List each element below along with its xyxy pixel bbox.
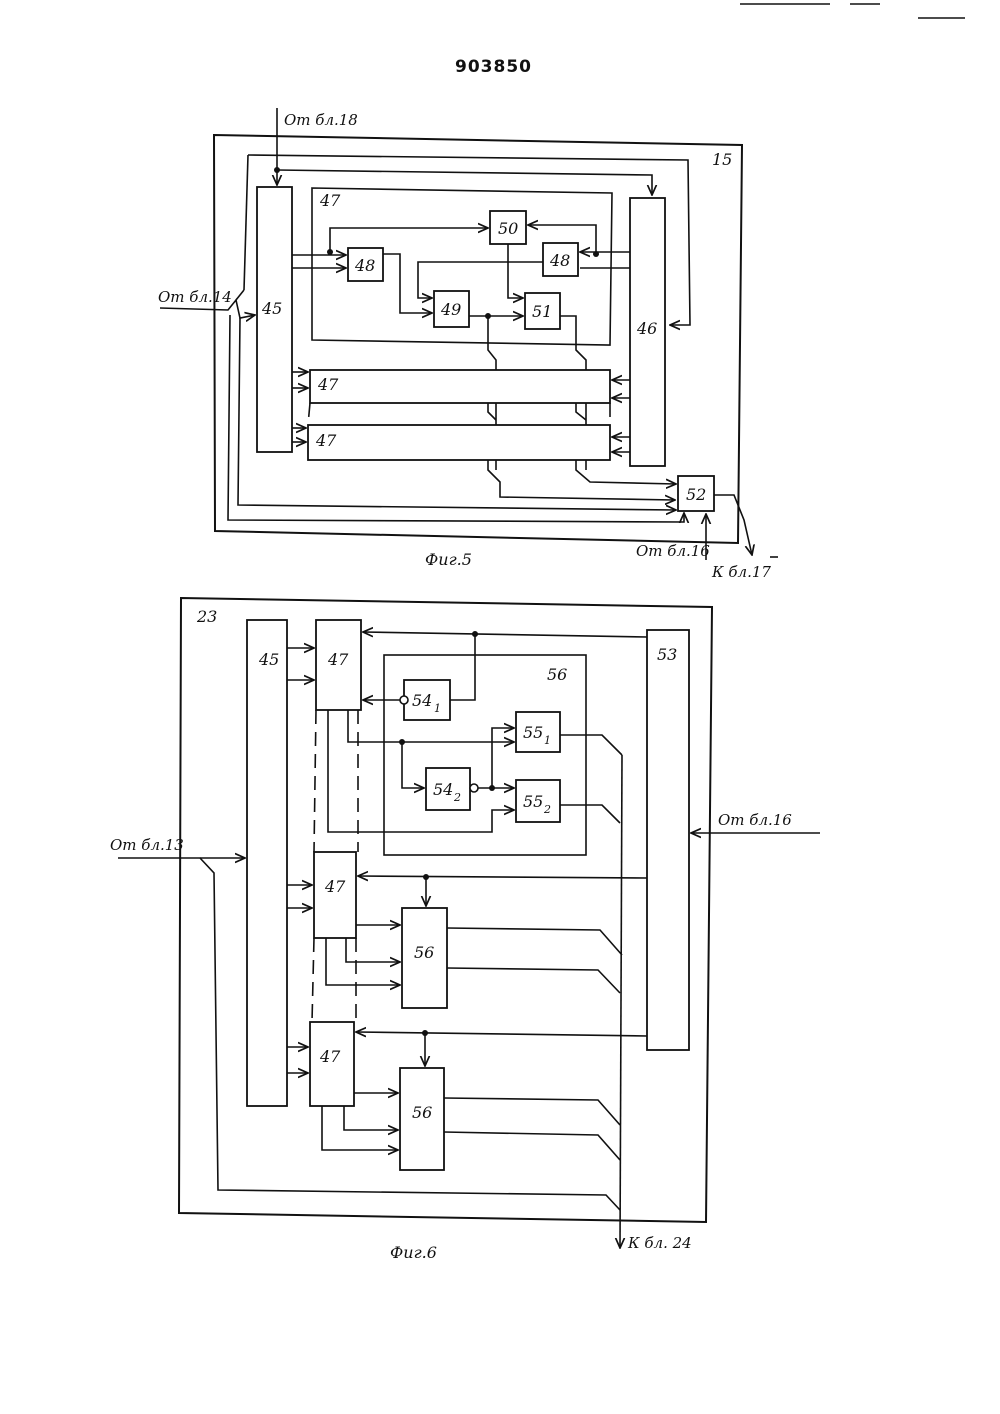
label-to-24: К бл. 24 <box>627 1234 692 1252</box>
link <box>228 315 684 522</box>
block-48-left-label: 48 <box>354 256 375 275</box>
block-47-row2 <box>308 425 610 460</box>
block-47-upper-label: 47 <box>319 191 341 210</box>
inverter-circle <box>400 696 408 704</box>
link <box>363 632 647 637</box>
block-55-1-subscript: 1 <box>544 734 551 747</box>
block-54-1-label: 54 <box>412 691 432 710</box>
block-54-1-subscript: 1 <box>434 702 441 715</box>
dashed-continuation <box>312 938 314 1022</box>
link <box>383 254 432 313</box>
figure-5: 15 От бл.18 От бл.14 45 46 47 50 48 48 4… <box>158 108 778 581</box>
link <box>328 710 514 832</box>
block-56-bottom-label: 56 <box>412 1103 432 1122</box>
figure-5-caption: Фиг.5 <box>425 550 472 569</box>
block-47-row1 <box>310 370 610 403</box>
label-from-18: От бл.18 <box>284 111 358 129</box>
block-47-middle-label: 47 <box>324 877 346 896</box>
link <box>560 735 622 755</box>
block-54-2-label: 54 <box>433 780 453 799</box>
block-47-row2-label: 47 <box>315 431 337 450</box>
block-15-label: 15 <box>712 150 732 169</box>
link <box>450 634 475 700</box>
dashed-continuation <box>314 710 316 852</box>
block-55-2-label: 55 <box>523 792 543 811</box>
link <box>508 244 523 298</box>
label-from-14: От бл.14 <box>158 288 232 306</box>
block-50-label: 50 <box>498 219 518 238</box>
block-45-label: 45 <box>261 299 282 318</box>
figure-6: 23 45 53 От бл.13 От бл.16 47 56 54 1 <box>110 598 820 1262</box>
link <box>358 876 647 878</box>
link <box>488 403 496 420</box>
link <box>236 290 244 300</box>
link <box>322 1106 398 1150</box>
block-45 <box>247 620 287 1106</box>
block-45-label: 45 <box>258 650 279 669</box>
link <box>344 1106 398 1130</box>
link <box>444 1132 620 1160</box>
block-53-label: 53 <box>657 645 677 664</box>
inverter-circle <box>470 784 478 792</box>
block-52-label: 52 <box>686 485 706 504</box>
block-49-label: 49 <box>440 300 461 319</box>
link <box>402 742 424 788</box>
link <box>447 928 622 955</box>
block-23-label: 23 <box>196 607 217 626</box>
label-from-13: От бл.13 <box>110 836 184 854</box>
block-54-2-subscript: 2 <box>453 791 461 804</box>
block-45 <box>257 187 292 452</box>
link <box>576 403 586 420</box>
link <box>560 805 620 823</box>
link <box>444 1098 620 1125</box>
figure-6-caption: Фиг.6 <box>390 1243 437 1262</box>
block-53 <box>647 630 689 1050</box>
block-56-middle-label: 56 <box>414 943 434 962</box>
label-from-16: От бл.16 <box>718 811 792 829</box>
block-48-right-label: 48 <box>549 251 570 270</box>
link <box>492 728 514 788</box>
dashed-continuation <box>308 403 310 425</box>
link <box>346 938 400 962</box>
label-to-17: К бл.17 <box>711 563 771 581</box>
link <box>356 1032 647 1036</box>
feed-line <box>244 155 248 290</box>
link <box>447 968 620 993</box>
block-47-top-label: 47 <box>327 650 349 669</box>
output-to-17-line <box>714 495 752 555</box>
block-56-container-label: 56 <box>547 665 567 684</box>
block-46-label: 46 <box>636 319 657 338</box>
block-55-2-subscript: 2 <box>543 803 551 816</box>
label-from-16: От бл.16 <box>636 542 710 560</box>
block-47-bottom-label: 47 <box>319 1047 341 1066</box>
page-number: 903850 <box>455 57 532 77</box>
block-47-row1-label: 47 <box>317 375 339 394</box>
block-55-1-label: 55 <box>523 723 543 742</box>
block-51-label: 51 <box>532 302 552 321</box>
output-to-24-line <box>620 755 622 1248</box>
